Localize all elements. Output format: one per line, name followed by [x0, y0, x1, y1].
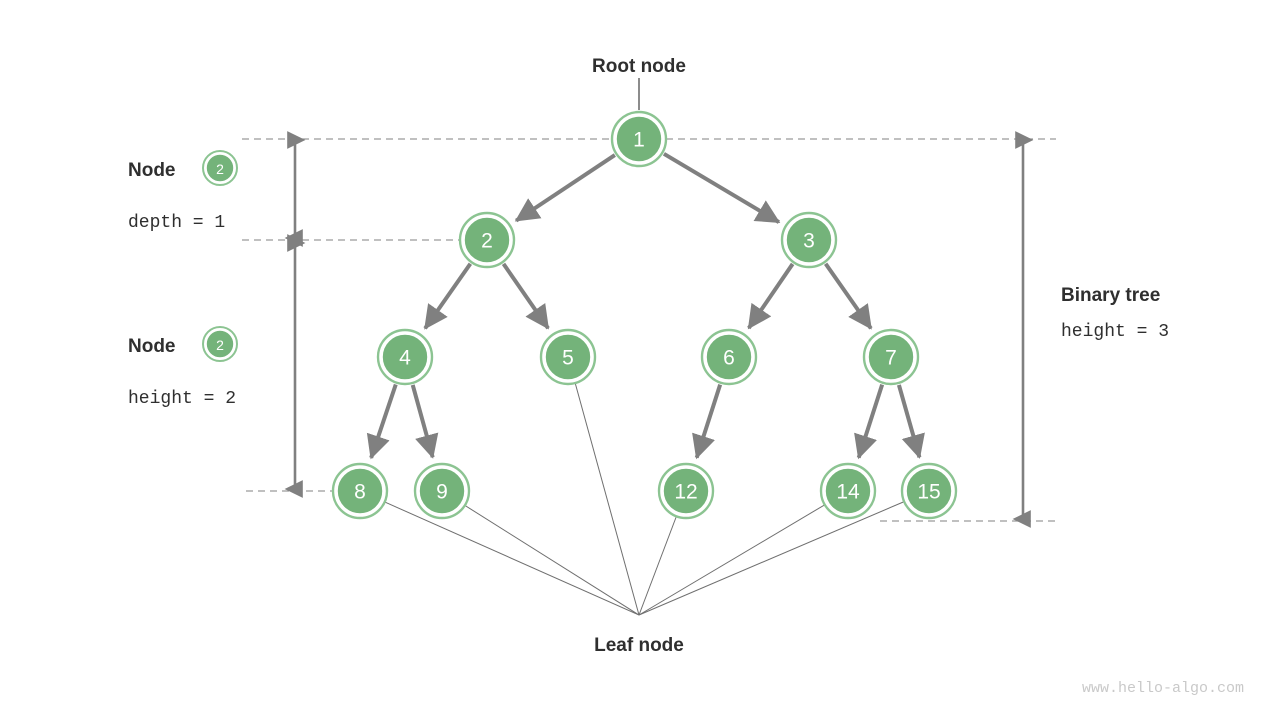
tree-node-14[interactable]: 14: [819, 462, 877, 520]
node-outer-ring: [819, 462, 877, 520]
node-value: 14: [836, 481, 860, 504]
tree-node-1[interactable]: 1: [610, 110, 668, 168]
node-body: [335, 466, 385, 516]
leaf-line-n14: [638, 504, 826, 616]
leaf-line-n15: [638, 501, 905, 616]
node-value: 8: [354, 481, 366, 504]
tree-node-5[interactable]: 5: [539, 328, 597, 386]
edge-n1-n2: [514, 153, 616, 223]
leaf-node-callout: Leaf node: [594, 635, 684, 656]
badge-value: 2: [216, 337, 224, 353]
annotation-title: Binary tree: [1061, 285, 1160, 306]
annotation-tree-height: Binary tree height = 3: [1061, 285, 1169, 342]
edge-n7-n15: [896, 384, 925, 459]
watermark: www.hello-algo.com: [1082, 680, 1244, 697]
node-body: [704, 332, 754, 382]
node-outer-ring: [376, 328, 434, 386]
node-outer-ring: [700, 328, 758, 386]
edge-n4-n8: [366, 383, 398, 460]
badge-value: 2: [216, 161, 224, 177]
tree-node-8[interactable]: 8: [331, 462, 389, 520]
node-value: 6: [723, 347, 735, 370]
node-body: [784, 215, 834, 265]
tree-node-7[interactable]: 7: [862, 328, 920, 386]
edge-n4-n9: [410, 384, 439, 459]
node-outer-ring: [458, 211, 516, 269]
node-outer-ring: [657, 462, 715, 520]
edge-n7-n14: [854, 384, 885, 460]
annotation-value: height = 2: [128, 389, 236, 409]
leaf-line-n8: [384, 501, 640, 616]
node-outer-ring: [610, 110, 668, 168]
node-outer-ring: [900, 462, 958, 520]
edge-n3-n7: [824, 262, 873, 330]
edge-n3-n6: [747, 262, 795, 330]
tree-node-3[interactable]: 3: [780, 211, 838, 269]
node-value: 1: [633, 129, 645, 152]
node-outer-ring: [780, 211, 838, 269]
leaf-line-n5: [574, 382, 640, 616]
leaf-line-n12: [638, 516, 677, 616]
tree-node-12[interactable]: 12: [657, 462, 715, 520]
annotation-value: height = 3: [1061, 322, 1169, 342]
node-value: 9: [436, 481, 448, 504]
tree-node-2[interactable]: 2: [458, 211, 516, 269]
edge-n2-n4: [423, 262, 472, 330]
annotation-node-badge: 2: [202, 326, 238, 362]
dimension-arrows: [284, 131, 1034, 528]
badge-outer-ring: [202, 150, 238, 186]
node-value: 2: [481, 230, 493, 253]
annotation-labels: Node 2 depth = 1 Node 2 height = 2 Binary tree…: [128, 150, 1169, 409]
node-body: [614, 114, 664, 164]
node-value: 12: [674, 481, 697, 504]
node-value: 15: [917, 481, 940, 504]
node-outer-ring: [862, 328, 920, 386]
badge-outer-ring: [202, 326, 238, 362]
node-value: 4: [399, 347, 411, 370]
node-value: 3: [803, 230, 815, 253]
tree-node-6[interactable]: 6: [700, 328, 758, 386]
node-value: 5: [562, 347, 574, 370]
tree-node-15[interactable]: 15: [900, 462, 958, 520]
node-body: [380, 332, 430, 382]
tree-node-9[interactable]: 9: [413, 462, 471, 520]
root-node-label: Root node: [592, 56, 686, 77]
edge-n1-n3: [662, 152, 781, 224]
node-body: [417, 466, 467, 516]
node-outer-ring: [331, 462, 389, 520]
badge-body: [204, 328, 236, 360]
node-body: [543, 332, 593, 382]
leaf-line-n9: [464, 504, 640, 616]
annotation-node-height: Node 2 height = 2: [128, 326, 238, 409]
node-value: 7: [885, 347, 897, 370]
tree-edges: [366, 152, 925, 460]
root-node-callout: Root node: [592, 56, 686, 110]
node-body: [904, 466, 954, 516]
node-body: [661, 466, 711, 516]
annotation-node-depth: Node 2 depth = 1: [128, 150, 238, 233]
annotation-value: depth = 1: [128, 213, 225, 233]
node-body: [462, 215, 512, 265]
annotation-title: Node: [128, 160, 176, 181]
leaf-pointer-lines: [384, 382, 905, 616]
node-outer-ring: [539, 328, 597, 386]
leaf-node-label: Leaf node: [594, 635, 684, 656]
edge-n6-n12: [692, 384, 723, 460]
node-outer-ring: [413, 462, 471, 520]
annotation-node-badge: 2: [202, 150, 238, 186]
node-body: [866, 332, 916, 382]
badge-body: [204, 152, 236, 184]
edge-n2-n5: [501, 262, 550, 330]
tree-node-4[interactable]: 4: [376, 328, 434, 386]
node-body: [823, 466, 873, 516]
annotation-title: Node: [128, 336, 176, 357]
